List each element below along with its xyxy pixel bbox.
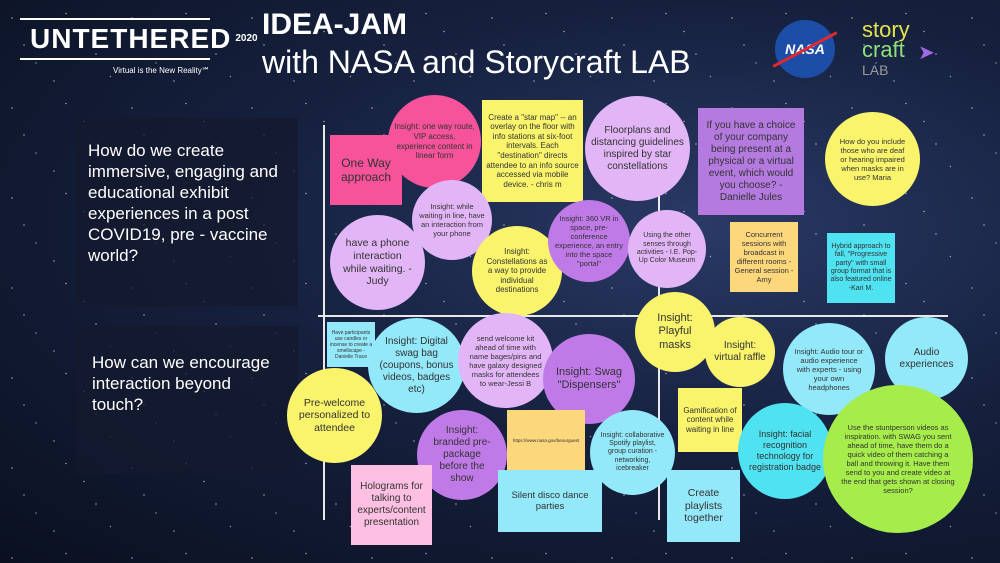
sticky-note[interactable]: Pre-welcome personalized to attendee [287,368,382,463]
sticky-note[interactable]: Gamification of content while waiting in… [678,388,742,452]
tagline: Virtual is the New Reality℠ [113,66,210,75]
sticky-note[interactable]: Create playlists together [667,470,740,542]
question-panel: How do we create immersive, engaging and… [76,118,298,306]
logo-year: 2020 [235,33,258,44]
sticky-note[interactable]: If you have a choice of your company bei… [698,108,804,215]
sticky-note[interactable]: Create a "star map" -- an overlay on the… [482,100,583,202]
logo-word: LAB [862,62,889,78]
nasa-logo-text: NASA [785,41,825,57]
sticky-note[interactable]: have a phone interaction while waiting. … [330,215,425,310]
sticky-note[interactable]: Hybrid approach to fall, "Progressive pa… [827,233,895,303]
sticky-note[interactable]: Insight: virtual raffle [705,317,775,387]
nasa-logo: NASA [775,20,835,78]
paper-plane-icon: ➤ [918,42,935,64]
sticky-note[interactable]: Concurrent sessions with broadcast in di… [730,222,798,292]
page-subtitle: with NASA and Storycraft LAB [262,44,691,80]
grid-divider [323,125,325,520]
sticky-note[interactable]: Insight: branded pre-package before the … [417,410,507,500]
sticky-note[interactable]: One Way approach [330,135,402,205]
sticky-note[interactable]: Insight: one way route, VIP access, expe… [388,95,481,188]
sticky-note[interactable]: https://www.nasa.gov/beourguest [507,410,585,472]
sticky-note[interactable]: Silent disco dance parties [498,470,602,532]
sticky-note[interactable]: Insight: Swag "Dispensers" [543,334,635,424]
grid-divider [318,315,948,317]
sticky-note[interactable]: Insight: collaborative Spotify playlist,… [590,410,675,495]
sticky-note[interactable]: Have participants use candles or incense… [327,322,375,367]
sticky-note[interactable]: Holograms for talking to experts/content… [351,465,432,545]
sticky-note[interactable]: Insight: Digital swag bag (coupons, bonu… [368,318,465,413]
sticky-note[interactable]: Floorplans and distancing guidelines ins… [585,96,690,201]
sticky-note[interactable]: Insight: while waiting in line, have an … [412,180,492,260]
logo-text: UNTETHERED [30,23,232,54]
sticky-note[interactable]: Use the stuntperson videos as inspiratio… [823,385,973,533]
sticky-note[interactable]: Insight: Constellations as a way to prov… [472,226,562,316]
logo-word: story [862,17,910,42]
sticky-note[interactable]: How do you include those who are deaf or… [825,112,920,206]
sticky-note[interactable]: Insight: 360 VR in space, pre-conference… [548,200,630,282]
sticky-note[interactable]: Using the other senses through activitie… [628,210,706,288]
question-panel: How can we encourage interaction beyond … [76,326,298,474]
sticky-note[interactable]: Insight: facial recognition technology f… [738,403,832,499]
logo-word: craft [862,37,905,62]
sticky-note[interactable]: Insight: Playful masks [635,292,715,372]
sticky-note[interactable]: send welcome kit ahead of time with name… [458,313,553,408]
page-title: IDEA-JAM [262,8,408,41]
